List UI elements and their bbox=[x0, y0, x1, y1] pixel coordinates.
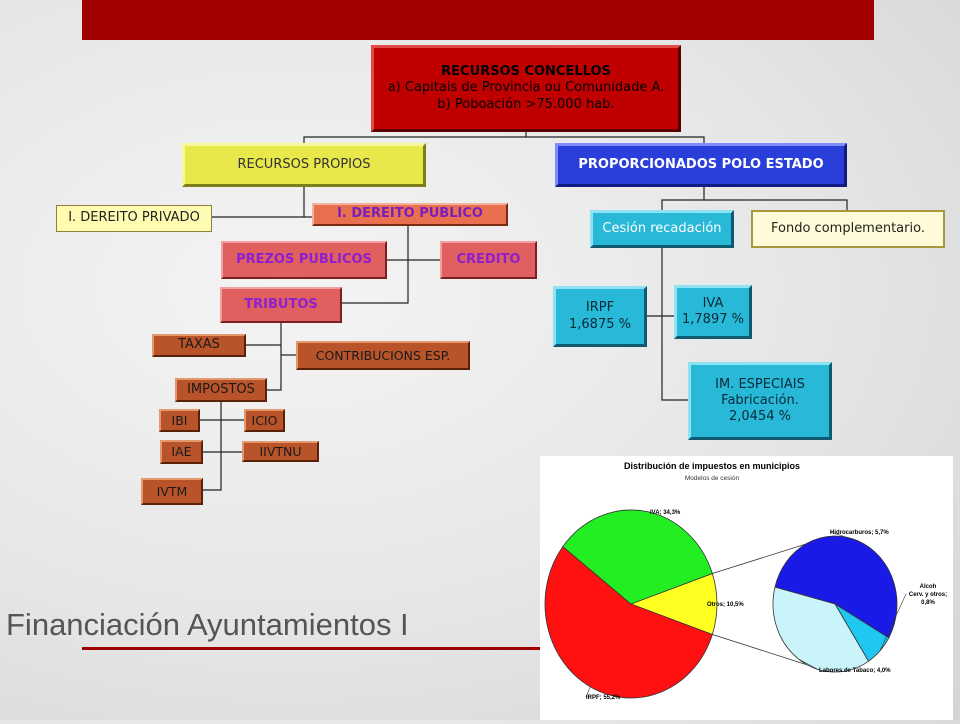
credito-box: CREDITO bbox=[440, 241, 537, 279]
main-pie bbox=[544, 509, 718, 699]
especiais-value: 2,0454 % bbox=[729, 409, 791, 425]
especiais-box: IM. ESPECIAIS Fabricación. 2,0454 % bbox=[688, 362, 832, 440]
irpf-label: IRPF bbox=[585, 300, 615, 316]
contribucions-box: CONTRIBUCIONS ESP. bbox=[296, 341, 470, 370]
label-hidrocarburos-leader bbox=[829, 531, 859, 542]
iae-box: IAE bbox=[160, 440, 203, 464]
especiais-sub: Fabricación. bbox=[721, 392, 799, 408]
label-hidrocarburos: Hidrocarburos; 5,7% bbox=[830, 530, 889, 536]
pie-chart: Distribución de impuestos en municipios … bbox=[544, 461, 947, 701]
breakdown-slice-labores-de-tabaco bbox=[772, 586, 870, 673]
iva-box: IVA 1,7897 % bbox=[674, 285, 752, 339]
dereito-publico-box: I. DEREITO PUBLICO bbox=[312, 203, 508, 226]
label-labores-tabaco-leader bbox=[798, 658, 820, 671]
chart-title: Distribución de impuestos en municipios bbox=[624, 461, 800, 471]
label-alcohol-line: Cerv. y otros; bbox=[909, 592, 947, 598]
label-irpf: IRPF; 55,2% bbox=[586, 695, 621, 701]
impostos-box: IMPOSTOS bbox=[175, 378, 267, 402]
proporcionados-estado-box: PROPORCIONADOS POLO ESTADO bbox=[555, 143, 847, 187]
iivtnu-box: IIVTNU bbox=[242, 441, 319, 462]
irpf-box: IRPF 1,6875 % bbox=[553, 286, 647, 347]
label-alcohol-line: 0,8% bbox=[921, 600, 935, 606]
iva-value: 1,7897 % bbox=[682, 312, 744, 327]
tributos-box: TRIBUTOS bbox=[220, 287, 342, 323]
icio-box: ICIO bbox=[244, 409, 285, 432]
label-alcohol-leader bbox=[879, 593, 907, 651]
root-title: RECURSOS CONCELLOS bbox=[441, 64, 611, 80]
label-labores-tabaco: Labores de Tabaco; 4,0% bbox=[819, 668, 891, 674]
taxas-box: TAXAS bbox=[152, 334, 246, 357]
irpf-value: 1,6875 % bbox=[569, 316, 631, 332]
breakdown-pie bbox=[772, 535, 898, 673]
label-iva-leader bbox=[644, 510, 651, 513]
root-line-poboacion: b) Poboación >75.000 hab. bbox=[437, 96, 615, 112]
connector-bottom bbox=[712, 634, 818, 669]
label-alcohol-line: Alcoh bbox=[920, 584, 937, 590]
pie-slice-iva bbox=[562, 509, 713, 605]
especiais-label: IM. ESPECIAIS bbox=[715, 376, 805, 392]
fondo-complementario-box: Fondo complementario. bbox=[751, 210, 945, 248]
pie-labels: IVA; 34,3% Otros; 10,5% IRPF; 55,2% Hidroca… bbox=[585, 510, 947, 701]
ibi-box: IBI bbox=[159, 409, 200, 432]
recursos-propios-box: RECURSOS PROPIOS bbox=[182, 143, 426, 187]
slide-title: Financiación Ayuntamientos I bbox=[6, 607, 409, 642]
pie-chart-panel: Distribución de impuestos en municipios … bbox=[540, 456, 953, 720]
pie-slice-irpf bbox=[544, 546, 713, 699]
cesion-recadacion-box: Cesión recadación bbox=[590, 210, 734, 248]
dereito-privado-box: I. DEREITO PRIVADO bbox=[56, 205, 212, 232]
iva-label: IVA bbox=[702, 295, 724, 311]
label-iva: IVA; 34,3% bbox=[650, 510, 681, 516]
prezos-publicos-box: PREZOS PUBLICOS bbox=[221, 241, 387, 279]
ivtm-box: IVTM bbox=[141, 478, 203, 505]
root-line-capitais: a) Capitais de Provincia ou Comunidade A… bbox=[387, 80, 665, 96]
title-bar-decoration bbox=[82, 0, 874, 40]
label-irpf-leader bbox=[585, 686, 591, 698]
title-underline bbox=[82, 647, 540, 650]
label-otros: Otros; 10,5% bbox=[707, 602, 744, 608]
chart-subtitle: Modelos de cesión bbox=[685, 475, 740, 482]
recursos-concellos-box: RECURSOS CONCELLOS a) Capitais de Provin… bbox=[371, 45, 681, 132]
